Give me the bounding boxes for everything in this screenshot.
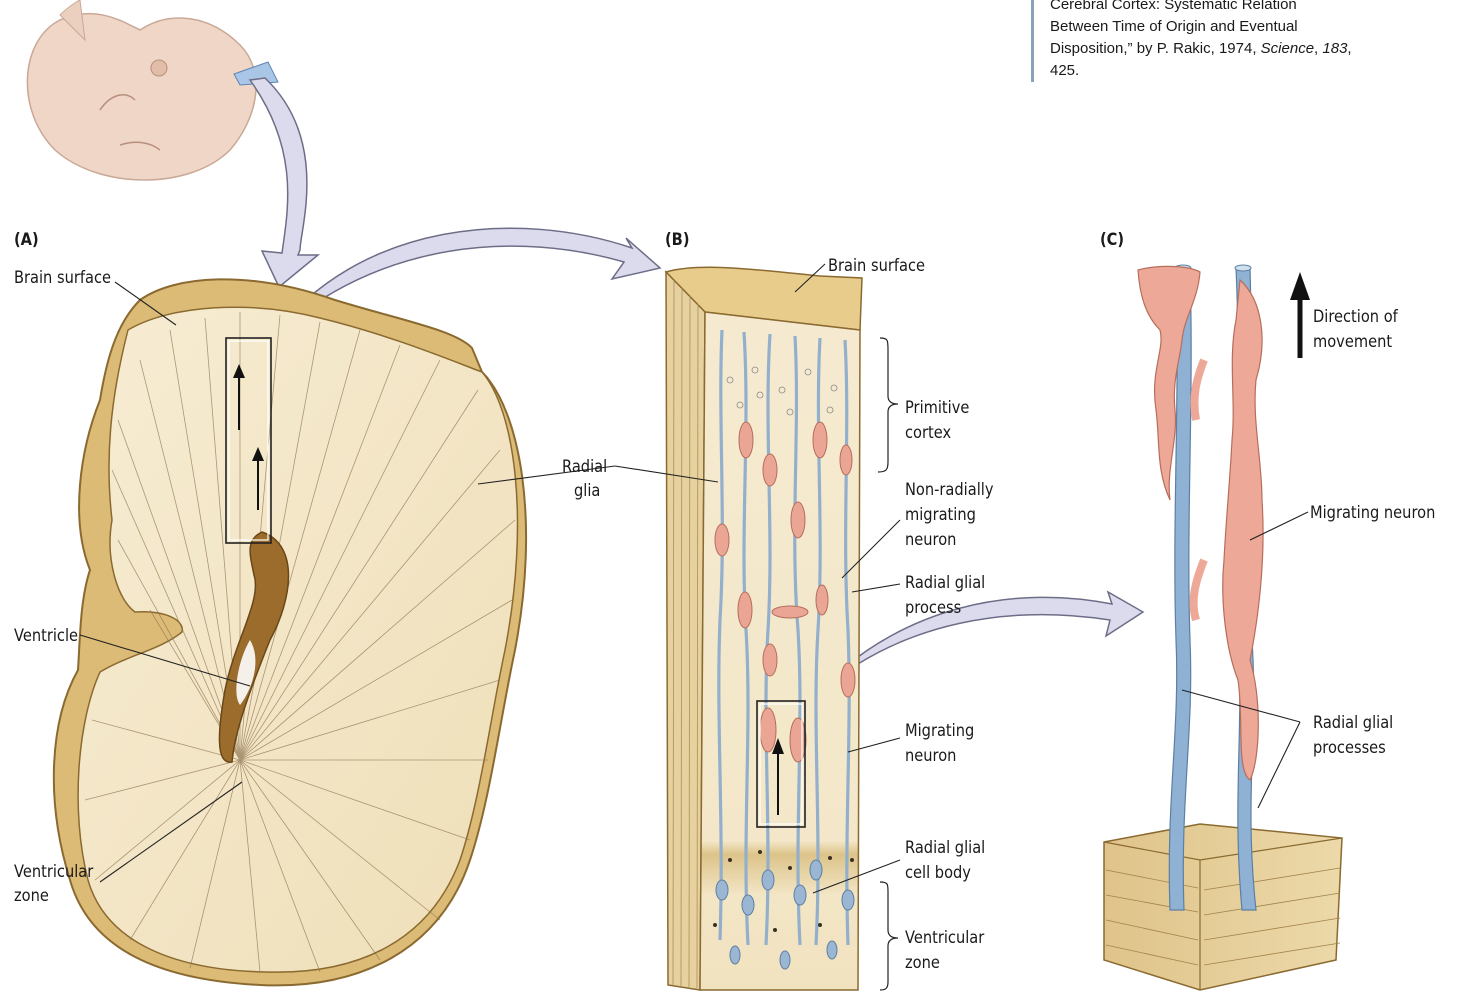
label-ventricular-zone-a-line1: Ventricular bbox=[14, 860, 93, 884]
label-migrating-neuron-c: Migrating neuron bbox=[1310, 501, 1435, 525]
caption-line: Between Time of Origin and Eventual bbox=[1050, 16, 1458, 38]
label-primitive-cortex-line2: cortex bbox=[905, 421, 951, 445]
label-ventricular-zone-b-line2: zone bbox=[905, 951, 940, 975]
source-caption: Cerebral Cortex: Systematic Relation Bet… bbox=[1031, 0, 1458, 82]
label-non-radially-line3: neuron bbox=[905, 528, 956, 552]
migration-closeup-c bbox=[1104, 265, 1342, 990]
label-processes-line2: processes bbox=[1313, 736, 1386, 760]
label-cell-body-line1: Radial glial bbox=[905, 836, 985, 860]
caption-journal: Science bbox=[1261, 40, 1314, 57]
label-migrating-neuron-b-line2: neuron bbox=[905, 744, 956, 768]
panel-label-c: (C) bbox=[1100, 228, 1124, 252]
braces bbox=[878, 338, 898, 990]
caption-line: Cerebral Cortex: Systematic Relation bbox=[1050, 0, 1458, 16]
label-direction-line2: movement bbox=[1313, 330, 1392, 354]
caption-line: Disposition,” by P. Rakic, 1974, Science… bbox=[1050, 38, 1458, 60]
panel-label-b: (B) bbox=[665, 228, 690, 252]
caption-volume: 183 bbox=[1322, 40, 1347, 57]
label-brain-surface-a: Brain surface bbox=[14, 266, 111, 290]
caption-text: Disposition,” by P. Rakic, 1974, bbox=[1050, 40, 1261, 57]
label-radial-glial-process-line2: process bbox=[905, 596, 961, 620]
embryo-illustration bbox=[27, 0, 278, 180]
label-direction-line1: Direction of bbox=[1313, 305, 1398, 329]
label-ventricular-zone-b-line1: Ventricular bbox=[905, 926, 984, 950]
label-non-radially-line2: migrating bbox=[905, 503, 976, 527]
label-processes-line1: Radial glial bbox=[1313, 711, 1393, 735]
label-radial-glial-process-line1: Radial glial bbox=[905, 571, 985, 595]
tissue-column-b bbox=[666, 267, 862, 990]
label-ventricular-zone-a-line2: zone bbox=[14, 884, 49, 908]
label-primitive-cortex-line1: Primitive bbox=[905, 396, 969, 420]
label-cell-body-line2: cell body bbox=[905, 861, 971, 885]
caption-text: , bbox=[1347, 40, 1351, 57]
label-radial-glia-line1: Radial bbox=[562, 455, 607, 479]
caption-line: 425. bbox=[1050, 60, 1458, 82]
label-non-radially-line1: Non-radially bbox=[905, 478, 993, 502]
label-ventricle: Ventricle bbox=[14, 624, 78, 648]
label-migrating-neuron-b-line1: Migrating bbox=[905, 719, 974, 743]
direction-arrow-icon bbox=[1290, 272, 1310, 300]
brain-section-a bbox=[54, 279, 526, 985]
panel-label-a: (A) bbox=[14, 228, 39, 252]
migrating-neuron-c bbox=[1223, 280, 1263, 780]
callout-arrow-embryo-to-a bbox=[250, 78, 318, 287]
label-brain-surface-b: Brain surface bbox=[828, 254, 925, 278]
label-radial-glia-line2: glia bbox=[574, 479, 600, 503]
